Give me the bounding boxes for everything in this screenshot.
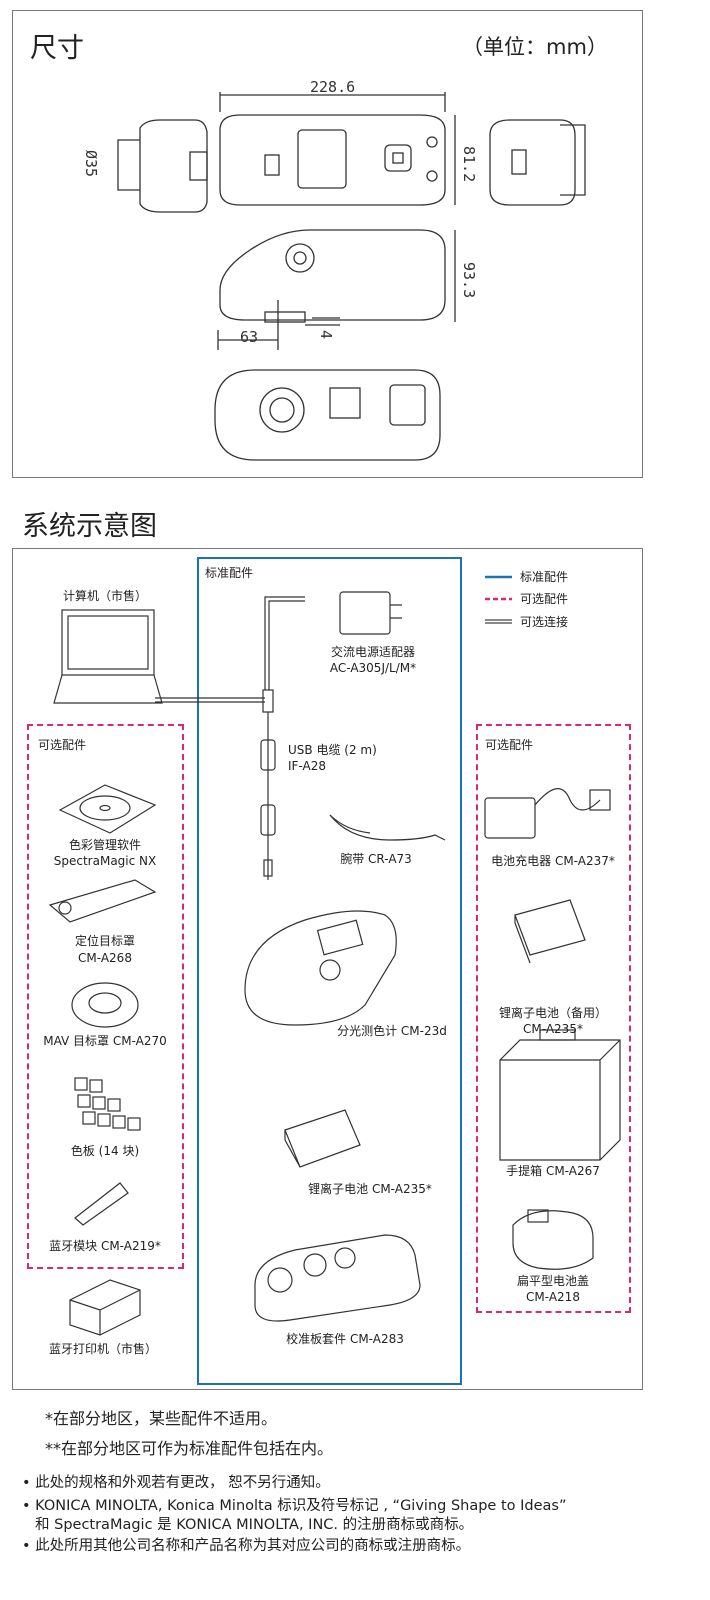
target-mask-model: CM-A268 — [78, 951, 132, 965]
dimensions-panel — [12, 10, 643, 478]
battery-label: 锂离子电池 CM-A235* — [308, 1182, 432, 1196]
target-mask-label: 定位目标罩 — [74, 934, 136, 948]
dim-length: 228.6 — [310, 78, 356, 96]
note-3: • 此处所用其他公司名称和产品名称为其对应公司的商标或注册商标。 — [22, 1538, 471, 1554]
spare-battery-icon — [514, 899, 586, 964]
target-mask-icon — [48, 879, 157, 923]
colorimeter-icon — [244, 910, 397, 1026]
standard-box — [197, 557, 462, 1385]
battery-icon — [284, 1109, 361, 1168]
unit-label: （单位：mm） — [462, 35, 608, 59]
computer-label: 计算机（市售） — [62, 589, 148, 603]
case-label: 手提箱 CM-A267 — [506, 1164, 600, 1178]
bluetooth-module-label: 蓝牙模块 CM-A219* — [49, 1239, 161, 1253]
bluetooth-printer-icon — [69, 1279, 141, 1336]
software-label: 色彩管理软件 — [68, 838, 142, 852]
charger-label: 电池充电器 CM-A237* — [491, 854, 615, 868]
spare-battery-label: 锂离子电池（备用） — [498, 1006, 608, 1020]
battery-cover-label: 扁平型电池盖 — [516, 1274, 590, 1288]
bluetooth-module-icon — [74, 1182, 129, 1226]
battery-charger-icon — [484, 788, 611, 839]
note-2: • KONICA MINOLTA, Konica Minolta 标识及符号标记… — [22, 1498, 567, 1514]
note-2-cont-text: 和 SpectraMagic 是 KONICA MINOLTA, INC. 的注… — [35, 1517, 474, 1533]
mav-target-mask-icon — [71, 982, 139, 1028]
usb-cable-icon — [260, 689, 276, 880]
wrist-strap-icon — [329, 814, 446, 841]
legend-optional-label: 可选配件 — [520, 592, 569, 606]
laptop-icon — [53, 609, 163, 704]
legend-connection-label: 可选连接 — [520, 615, 569, 629]
spare-battery-model: CM-A235* — [523, 1022, 583, 1036]
battery-cover-model: CM-A218 — [526, 1290, 580, 1304]
tiles-label: 色板 (14 块) — [70, 1144, 140, 1158]
dimension-drawings — [117, 92, 586, 461]
ac-adapter-label: 交流电源适配器 — [330, 645, 416, 659]
color-tiles-icon — [74, 1077, 141, 1131]
left-optional-box — [27, 724, 184, 1269]
usb-cable-model: IF-A28 — [288, 759, 326, 773]
colorimeter-label: 分光测色计 CM-23d — [337, 1024, 447, 1038]
carrying-case-icon — [499, 1029, 621, 1161]
calibration-kit-label: 校准板套件 CM-A283 — [286, 1332, 404, 1346]
left-optional-title: 可选配件 — [38, 738, 87, 752]
legend-standard-label: 标准配件 — [520, 570, 569, 584]
mav-mask-label: MAV 目标罩 CM-A270 — [43, 1034, 167, 1048]
calibration-kit-icon — [254, 1234, 421, 1322]
connection-cable — [155, 596, 305, 703]
note-3-text: 此处所用其他公司名称和产品名称为其对应公司的商标或注册商标。 — [35, 1538, 471, 1554]
standard-title: 标准配件 — [205, 566, 254, 580]
software-cd-icon — [58, 784, 157, 834]
dimensions-title: 尺寸 — [30, 33, 84, 64]
footnote-2: **在部分地区可作为标准配件包括在内。 — [45, 1439, 334, 1458]
note-2-cont: 和 SpectraMagic 是 KONICA MINOLTA, INC. 的注… — [35, 1516, 473, 1534]
ac-adapter-model: AC-A305J/L/M* — [329, 661, 417, 675]
wrist-strap-label: 腕带 CR-A73 — [340, 852, 412, 866]
ac-adapter-icon — [339, 591, 402, 635]
note-1-text: 此处的规格和外观若有更改， 恕不另行通知。 — [35, 1475, 330, 1491]
legend-lines — [485, 575, 512, 624]
printer-label: 蓝牙打印机（市售） — [48, 1342, 158, 1356]
system-panel — [12, 548, 643, 1390]
note-1: • 此处的规格和外观若有更改， 恕不另行通知。 — [22, 1475, 330, 1491]
right-optional-box — [476, 724, 631, 1313]
note-2-text: KONICA MINOLTA, Konica Minolta 标识及符号标记 ,… — [35, 1498, 567, 1514]
software-name: SpectraMagic NX — [53, 854, 157, 868]
flat-battery-cover-icon — [512, 1209, 594, 1270]
usb-cable-label: USB 电缆 (2 m) — [288, 743, 377, 757]
footnote-1: *在部分地区，某些配件不适用。 — [45, 1409, 278, 1428]
dim-offset: 63 — [240, 328, 259, 346]
system-title: 系统示意图 — [22, 511, 157, 542]
system-illustrations — [48, 591, 621, 1336]
right-optional-title: 可选配件 — [485, 738, 534, 752]
